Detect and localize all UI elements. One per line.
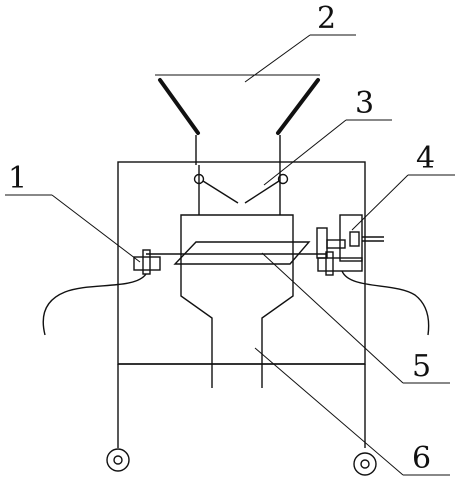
flap-assembly [193,165,289,215]
label-2: 2 [317,1,336,36]
callouts: 1 2 3 4 5 6 [5,1,455,476]
right-motor-unit [316,214,430,336]
label-4: 4 [416,141,435,176]
label-5: 5 [412,349,431,384]
left-sensor [42,249,161,336]
label-6: 6 [412,441,431,476]
label-3: 3 [355,86,374,121]
separation-chamber [118,214,365,388]
frame [117,161,366,448]
wheels [106,448,377,476]
hopper [155,74,320,165]
label-1: 1 [8,161,27,196]
